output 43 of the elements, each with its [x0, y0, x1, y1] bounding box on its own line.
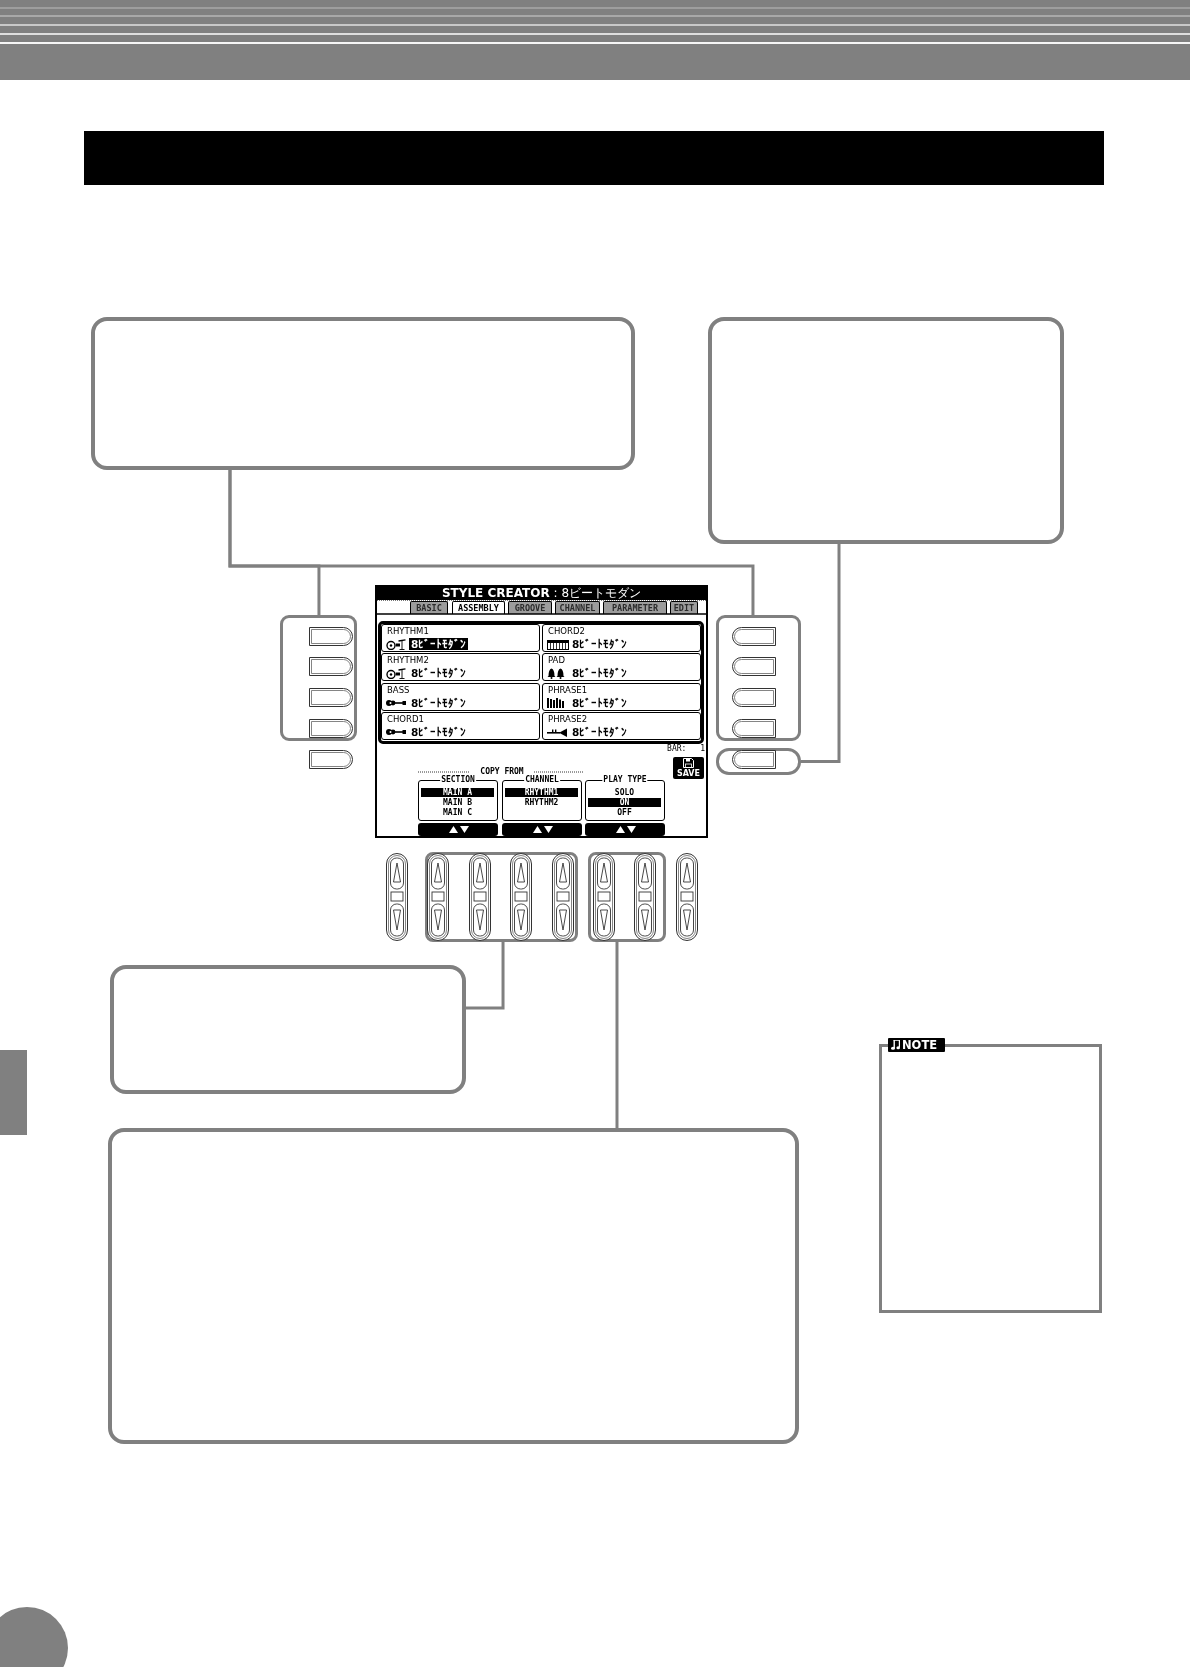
save-button: SAVE [673, 757, 704, 779]
option-item: RHYTHM2 [523, 797, 560, 807]
option-item: SOLO [613, 787, 636, 797]
style-name: 8ﾋﾞｰﾄﾓﾀﾞﾝ [571, 667, 629, 680]
style-name: 8ﾋﾞｰﾄﾓﾀﾞﾝ [410, 696, 468, 709]
leader-line [801, 544, 841, 763]
part-name: PHRASE1 [548, 684, 588, 695]
part-name: PAD [548, 655, 565, 666]
button-group-frame [716, 615, 801, 741]
style-name: 8ﾋﾞｰﾄﾓﾀﾞﾝ [571, 696, 629, 709]
screen-title: STYLE CREATOR : 8ビートモダン [377, 587, 706, 600]
callout-box [708, 317, 1064, 544]
style-name: 8ﾋﾞｰﾄﾓﾀﾞﾝ [409, 638, 469, 650]
option-item: OFF [616, 807, 633, 817]
side-tab [0, 1050, 27, 1135]
option-item: RHYTHM1 [505, 787, 578, 797]
callout-box [108, 1128, 799, 1444]
part-name: BASS [387, 684, 410, 695]
option-item: MAIN A [421, 787, 494, 797]
style-name: 8ﾋﾞｰﾄﾓﾀﾞﾝ [410, 667, 468, 680]
option-heading: PLAY TYPE [602, 775, 648, 784]
leader-line [466, 942, 505, 1010]
callout-box [110, 965, 466, 1094]
callout-box [91, 317, 635, 470]
part-name: RHYTHM1 [387, 626, 429, 636]
part-name: RHYTHM2 [387, 655, 429, 666]
note-heading: NOTE [902, 1038, 938, 1052]
part-name: PHRASE2 [548, 713, 588, 724]
option-heading: SECTION [440, 775, 476, 784]
part-name: CHORD2 [548, 626, 585, 636]
option-item: MAIN C [442, 807, 473, 817]
option-item: ON [588, 797, 661, 807]
option-item: MAIN B [442, 797, 473, 807]
style-name: 8ﾋﾞｰﾄﾓﾀﾞﾝ [410, 725, 468, 738]
bar-counter: BAR: 1 [667, 744, 705, 754]
group-heading: COPY FROM [480, 767, 524, 776]
style-name: 8ﾋﾞｰﾄﾓﾀﾞﾝ [571, 638, 629, 650]
style-name: 8ﾋﾞｰﾄﾓﾀﾞﾝ [571, 725, 629, 738]
option-heading: CHANNEL [524, 775, 560, 784]
leader-line [615, 942, 619, 1128]
leader-line [228, 470, 755, 615]
title-band [84, 131, 1104, 185]
part-name: CHORD1 [387, 713, 424, 724]
